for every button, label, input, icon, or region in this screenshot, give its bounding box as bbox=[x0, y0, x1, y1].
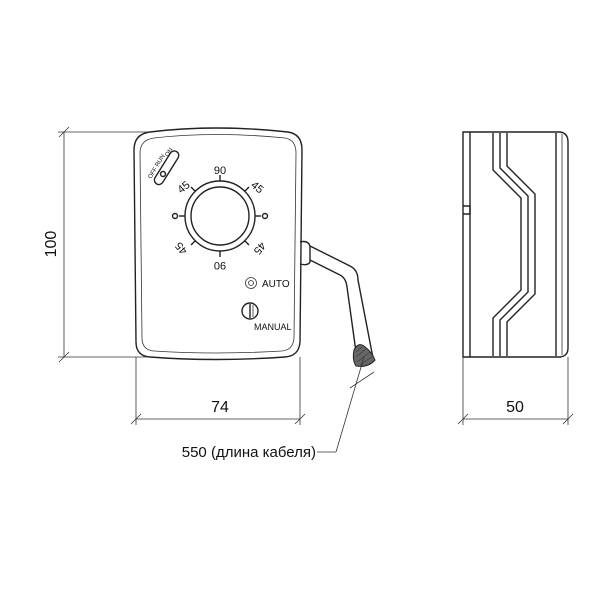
auto-label: AUTO bbox=[262, 279, 290, 290]
dial-label-top: 90 bbox=[214, 165, 226, 177]
cable-lower-edge bbox=[309, 259, 357, 353]
width-label: 74 bbox=[211, 399, 229, 416]
dial-knob[interactable] bbox=[190, 186, 250, 246]
manual-label: MANUAL bbox=[254, 322, 292, 332]
mode-switch-knob[interactable] bbox=[159, 170, 167, 178]
cable-length-label: 550 (длина кабеля) bbox=[182, 444, 316, 461]
mode-switch-slot[interactable] bbox=[153, 149, 181, 186]
front-housing-inner bbox=[139, 134, 297, 354]
cable-leader-line bbox=[335, 356, 365, 453]
dial-label-top-right: 45 bbox=[248, 179, 265, 196]
cable-gland bbox=[299, 240, 311, 266]
cable-leader-tick bbox=[349, 371, 375, 389]
dial-outer-ring bbox=[184, 180, 256, 252]
side-mount-notch bbox=[463, 205, 471, 215]
auto-indicator: AUTO bbox=[245, 277, 290, 290]
height-dimension: 100 bbox=[43, 126, 150, 363]
auto-indicator-ring bbox=[245, 277, 257, 289]
mode-switch[interactable]: OFF RUN ON bbox=[148, 147, 181, 186]
cable-upper-edge bbox=[309, 245, 374, 359]
switch-label-off: OFF bbox=[148, 166, 160, 180]
dial-label-bottom-left: 45 bbox=[173, 239, 190, 256]
timer-dial[interactable]: 90 90 45 45 45 45 bbox=[171, 165, 269, 271]
cable: 550 (длина кабеля) bbox=[182, 245, 376, 461]
depth-label: 50 bbox=[506, 399, 524, 416]
manual-screw-head[interactable] bbox=[241, 302, 259, 320]
depth-dimension: 50 bbox=[457, 357, 574, 425]
switch-label-on: ON bbox=[165, 147, 175, 158]
dial-label-top-left: 45 bbox=[176, 179, 193, 196]
dial-label-bottom: 90 bbox=[214, 259, 226, 271]
front-housing-outer bbox=[133, 127, 303, 361]
switch-label-run: RUN bbox=[155, 154, 167, 168]
dial-label-bottom-right: 45 bbox=[251, 239, 268, 256]
side-view bbox=[462, 131, 569, 358]
side-seam-inner bbox=[506, 133, 536, 356]
side-seam-middle bbox=[499, 133, 529, 356]
width-dimension: 74 bbox=[130, 357, 306, 425]
height-label: 100 bbox=[43, 231, 60, 258]
side-seam-outer bbox=[492, 133, 522, 356]
auto-indicator-dot bbox=[248, 280, 254, 286]
front-view: OFF RUN ON 90 90 45 45 45 45 bbox=[133, 127, 311, 361]
side-housing-outer bbox=[462, 131, 569, 358]
manual-screw[interactable]: MANUAL bbox=[241, 302, 292, 332]
